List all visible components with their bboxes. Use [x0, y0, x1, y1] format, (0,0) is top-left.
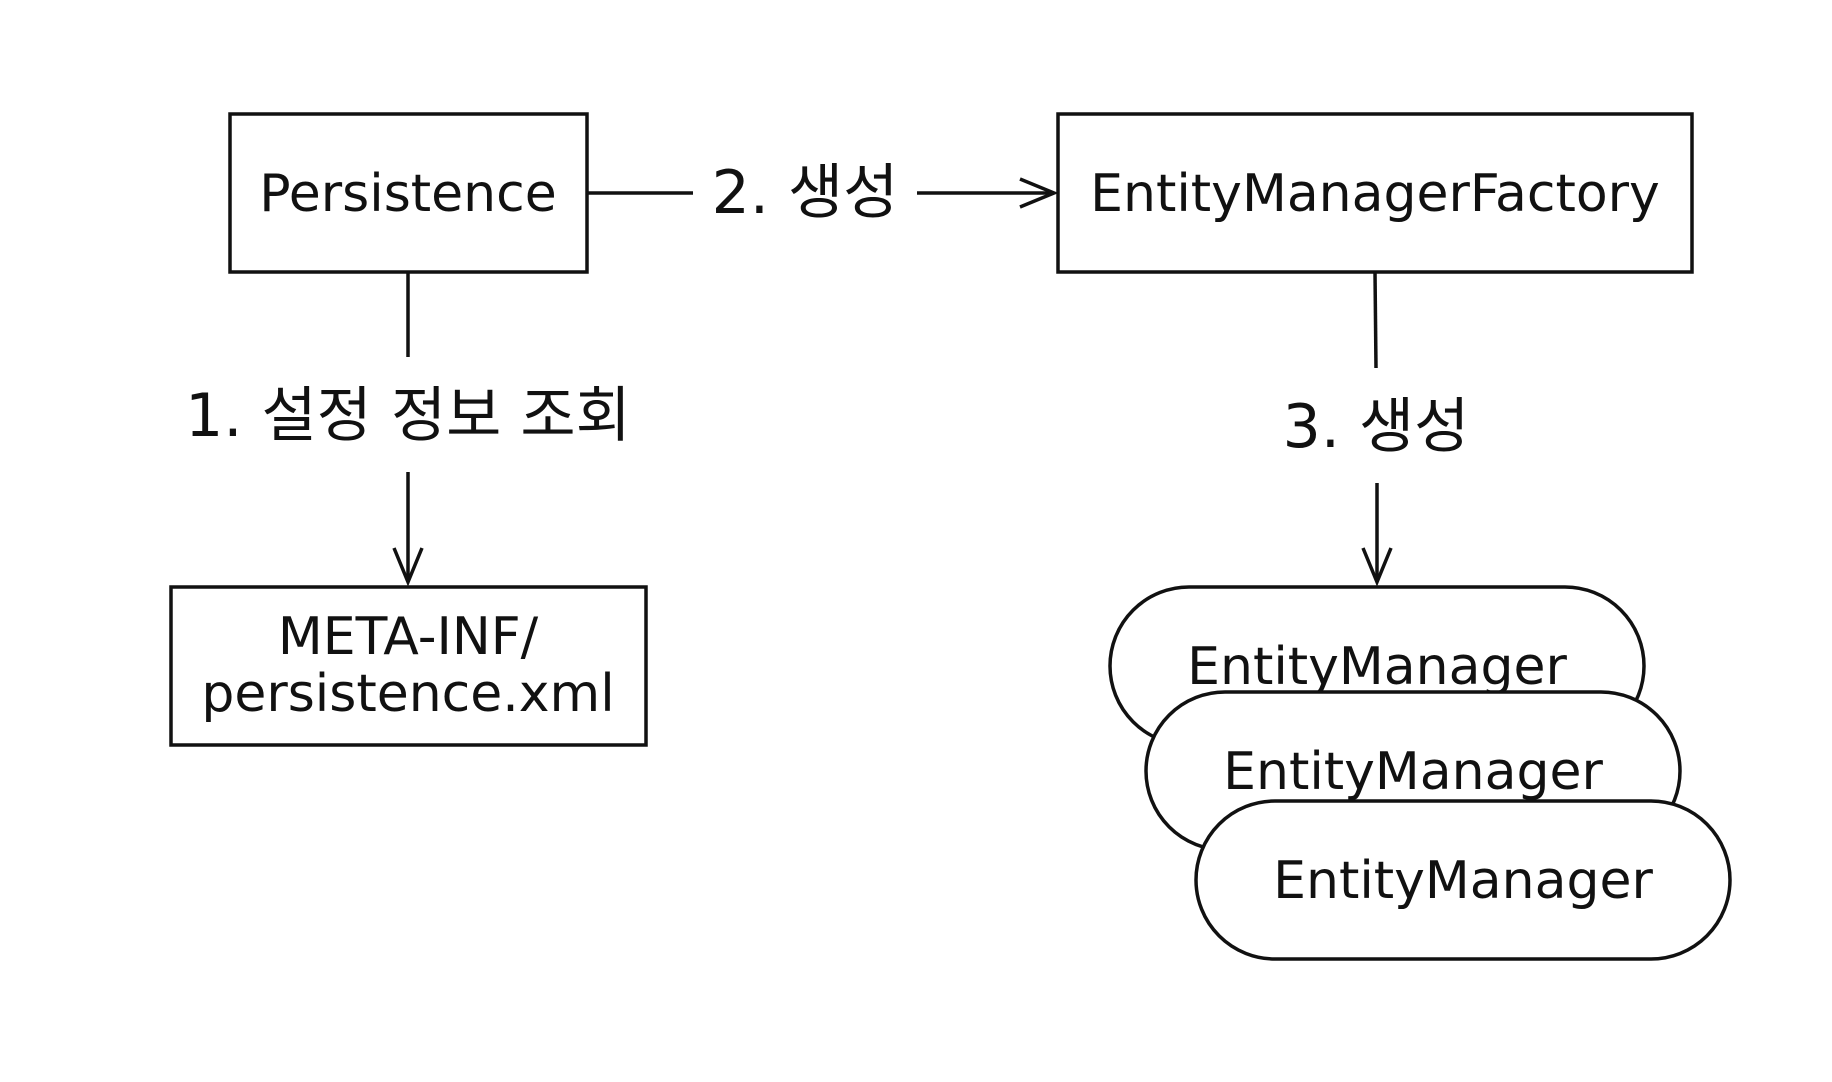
edge-create-factory: 2. 생성 [587, 158, 1059, 228]
persistence-node: Persistence [228, 112, 589, 274]
edge-create-manager: 3. 생성 [1283, 271, 1470, 587]
persistence-xml-line2: persistence.xml [201, 664, 614, 724]
edge-create-factory-label: 2. 생성 [712, 158, 899, 228]
persistence-xml-node: META-INF/ persistence.xml [169, 585, 648, 747]
entity-manager-label: EntityManager [1223, 742, 1603, 802]
entity-manager-node: EntityManager [1194, 799, 1732, 961]
arrowhead-down [392, 547, 424, 587]
entity-manager-label: EntityManager [1273, 851, 1653, 911]
persistence-xml-line1: META-INF/ [278, 607, 539, 667]
entity-manager-node: EntityManager [1108, 585, 1646, 747]
arrowhead-down [1361, 547, 1393, 587]
entity-manager-stack: EntityManager EntityManager EntityManage… [1108, 585, 1732, 961]
edge-config-lookup-label: 1. 설정 정보 조회 [185, 381, 631, 451]
entity-manager-factory-node: EntityManagerFactory [1056, 112, 1694, 274]
edge-config-lookup: 1. 설정 정보 조회 [185, 272, 631, 587]
entity-manager-factory-label: EntityManagerFactory [1090, 164, 1660, 224]
edge-create-manager-label: 3. 생성 [1283, 392, 1470, 462]
entity-manager-label: EntityManager [1187, 637, 1567, 697]
arrowhead-right [1019, 177, 1059, 209]
persistence-label: Persistence [259, 164, 556, 224]
